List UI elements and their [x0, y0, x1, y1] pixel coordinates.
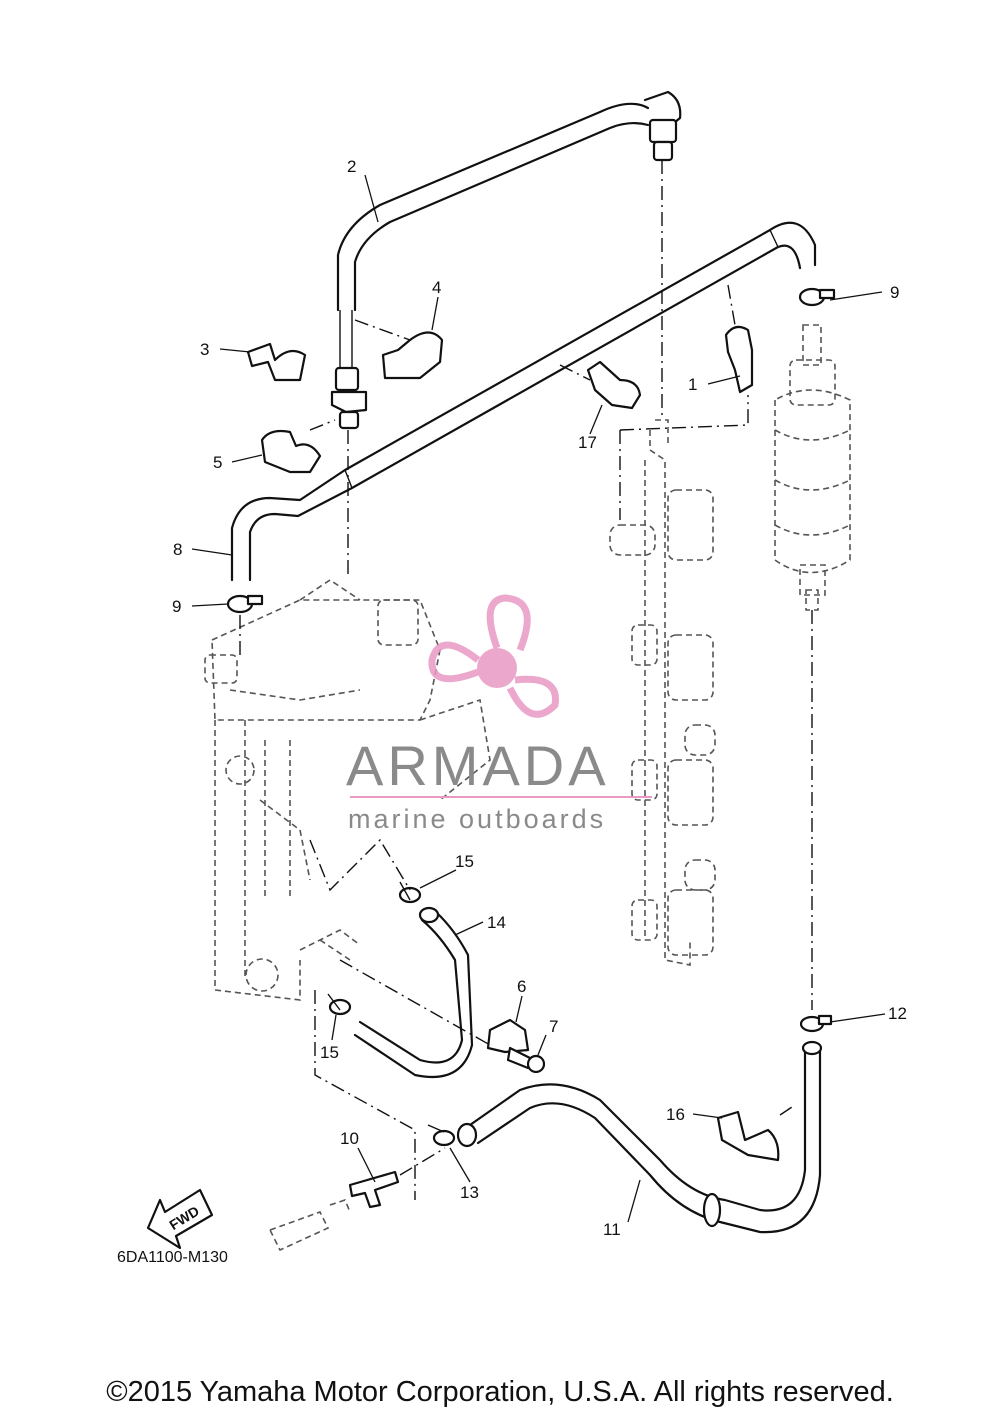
part-7-bolt [506, 1046, 546, 1074]
part-10-joint [348, 1170, 400, 1209]
watermark-tagline: marine outboards [348, 804, 606, 834]
callout-17: 17 [578, 433, 597, 452]
callout-9-upper: 9 [890, 283, 899, 302]
part-12-clamp [799, 1014, 833, 1033]
callout-15-lower: 15 [320, 1043, 339, 1062]
callout-8: 8 [173, 540, 182, 559]
fwd-arrow: FWD [146, 1188, 214, 1250]
callout-9-lower: 9 [172, 597, 181, 616]
callout-4: 4 [432, 278, 441, 297]
part-13-clamp [427, 1124, 456, 1147]
callout-14: 14 [487, 913, 506, 932]
part-17-clip [586, 360, 642, 410]
engine-block [204, 579, 491, 1001]
callout-10: 10 [340, 1129, 359, 1148]
watermark-hub [477, 648, 517, 688]
hose-14 [353, 906, 474, 1079]
part-5-clip [260, 429, 322, 474]
watermark-logo [428, 594, 559, 718]
part-6-bracket [486, 1018, 530, 1054]
callout-13: 13 [460, 1183, 479, 1202]
callout-labels: 1 2 3 4 5 6 7 8 9 9 10 11 12 13 14 15 15… [172, 157, 907, 1239]
part-1-clip [724, 325, 754, 394]
alignment-lines [239, 160, 813, 1200]
fuel-pump [774, 324, 851, 611]
part-code: 6DA1100-M130 [117, 1249, 228, 1266]
watermark-blade-top [486, 594, 531, 652]
callout-12: 12 [888, 1004, 907, 1023]
part-16-clip [716, 1110, 780, 1162]
callout-6: 6 [517, 977, 526, 996]
watermark-blade-right [506, 675, 559, 718]
part-9-clamp-upper [798, 287, 836, 307]
fuel-rail [609, 419, 716, 966]
callout-15-upper: 15 [455, 852, 474, 871]
callout-7: 7 [549, 1017, 558, 1036]
hose-11 [456, 1040, 823, 1234]
connector-pipe [268, 1199, 351, 1252]
hose-2 [330, 90, 682, 430]
callout-16: 16 [666, 1105, 685, 1124]
watermark-brand: ARMADA [346, 734, 610, 797]
callout-3: 3 [200, 340, 209, 359]
part-9-clamp-lower [226, 594, 264, 614]
part-15-clamp-upper [398, 881, 422, 904]
part-4-clip [381, 331, 444, 380]
part-3-clip [246, 342, 307, 382]
hose-8 [230, 221, 817, 582]
copyright-notice: ©2015 Yamaha Motor Corporation, U.S.A. A… [106, 1376, 894, 1408]
callout-1: 1 [688, 375, 697, 394]
part-15-clamp-lower [327, 993, 352, 1016]
callout-11: 11 [603, 1220, 621, 1239]
leader-lines [191, 174, 886, 1223]
callout-5: 5 [213, 453, 222, 472]
watermark-blade-left [428, 641, 481, 683]
callout-2: 2 [347, 157, 356, 176]
